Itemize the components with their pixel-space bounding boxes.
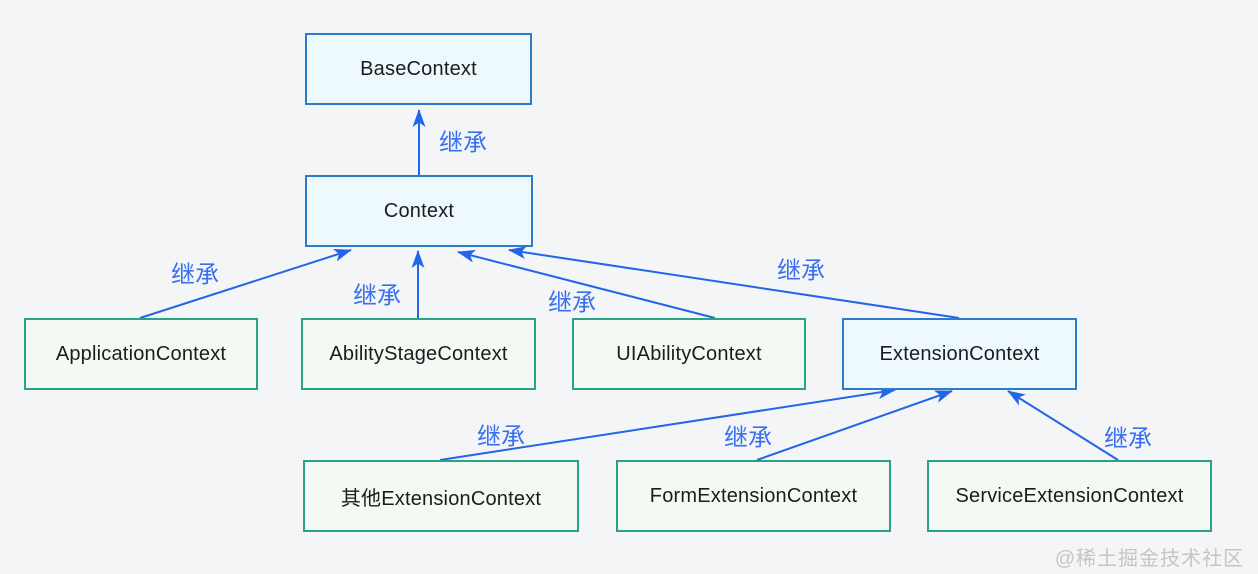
edge-label-inherit-uiability: 继承: [548, 289, 596, 317]
node-serviceextensioncontext: ServiceExtensionContext: [927, 460, 1212, 532]
node-uiabilitycontext: UIAbilityContext: [572, 318, 806, 390]
edge-label-inherit-application: 继承: [171, 261, 219, 289]
edge-label-inherit-serviceextension: 继承: [1104, 425, 1152, 453]
edge-serviceextensioncontext-to-extensioncontext: [1007, 390, 1119, 461]
node-abilitystagecontext: AbilityStageContext: [301, 318, 536, 390]
node-applicationcontext: ApplicationContext: [24, 318, 258, 390]
node-extensioncontext: ExtensionContext: [842, 318, 1077, 390]
edge-label-inherit-abilitystage: 继承: [353, 282, 401, 310]
edge-label-inherit-formextension: 继承: [724, 424, 772, 452]
node-context: Context: [305, 175, 533, 247]
node-other-extensioncontext: 其他ExtensionContext: [303, 460, 579, 532]
node-formextensioncontext: FormExtensionContext: [616, 460, 891, 532]
edge-formextensioncontext-to-extensioncontext: [756, 390, 953, 461]
node-basecontext: BaseContext: [305, 33, 532, 105]
juejin-watermark: @稀土掘金技术社区: [1054, 548, 1244, 570]
edge-label-inherit-base: 继承: [439, 129, 487, 157]
edge-label-inherit-extension: 继承: [777, 257, 825, 285]
edge-label-inherit-otherextension: 继承: [477, 423, 525, 451]
